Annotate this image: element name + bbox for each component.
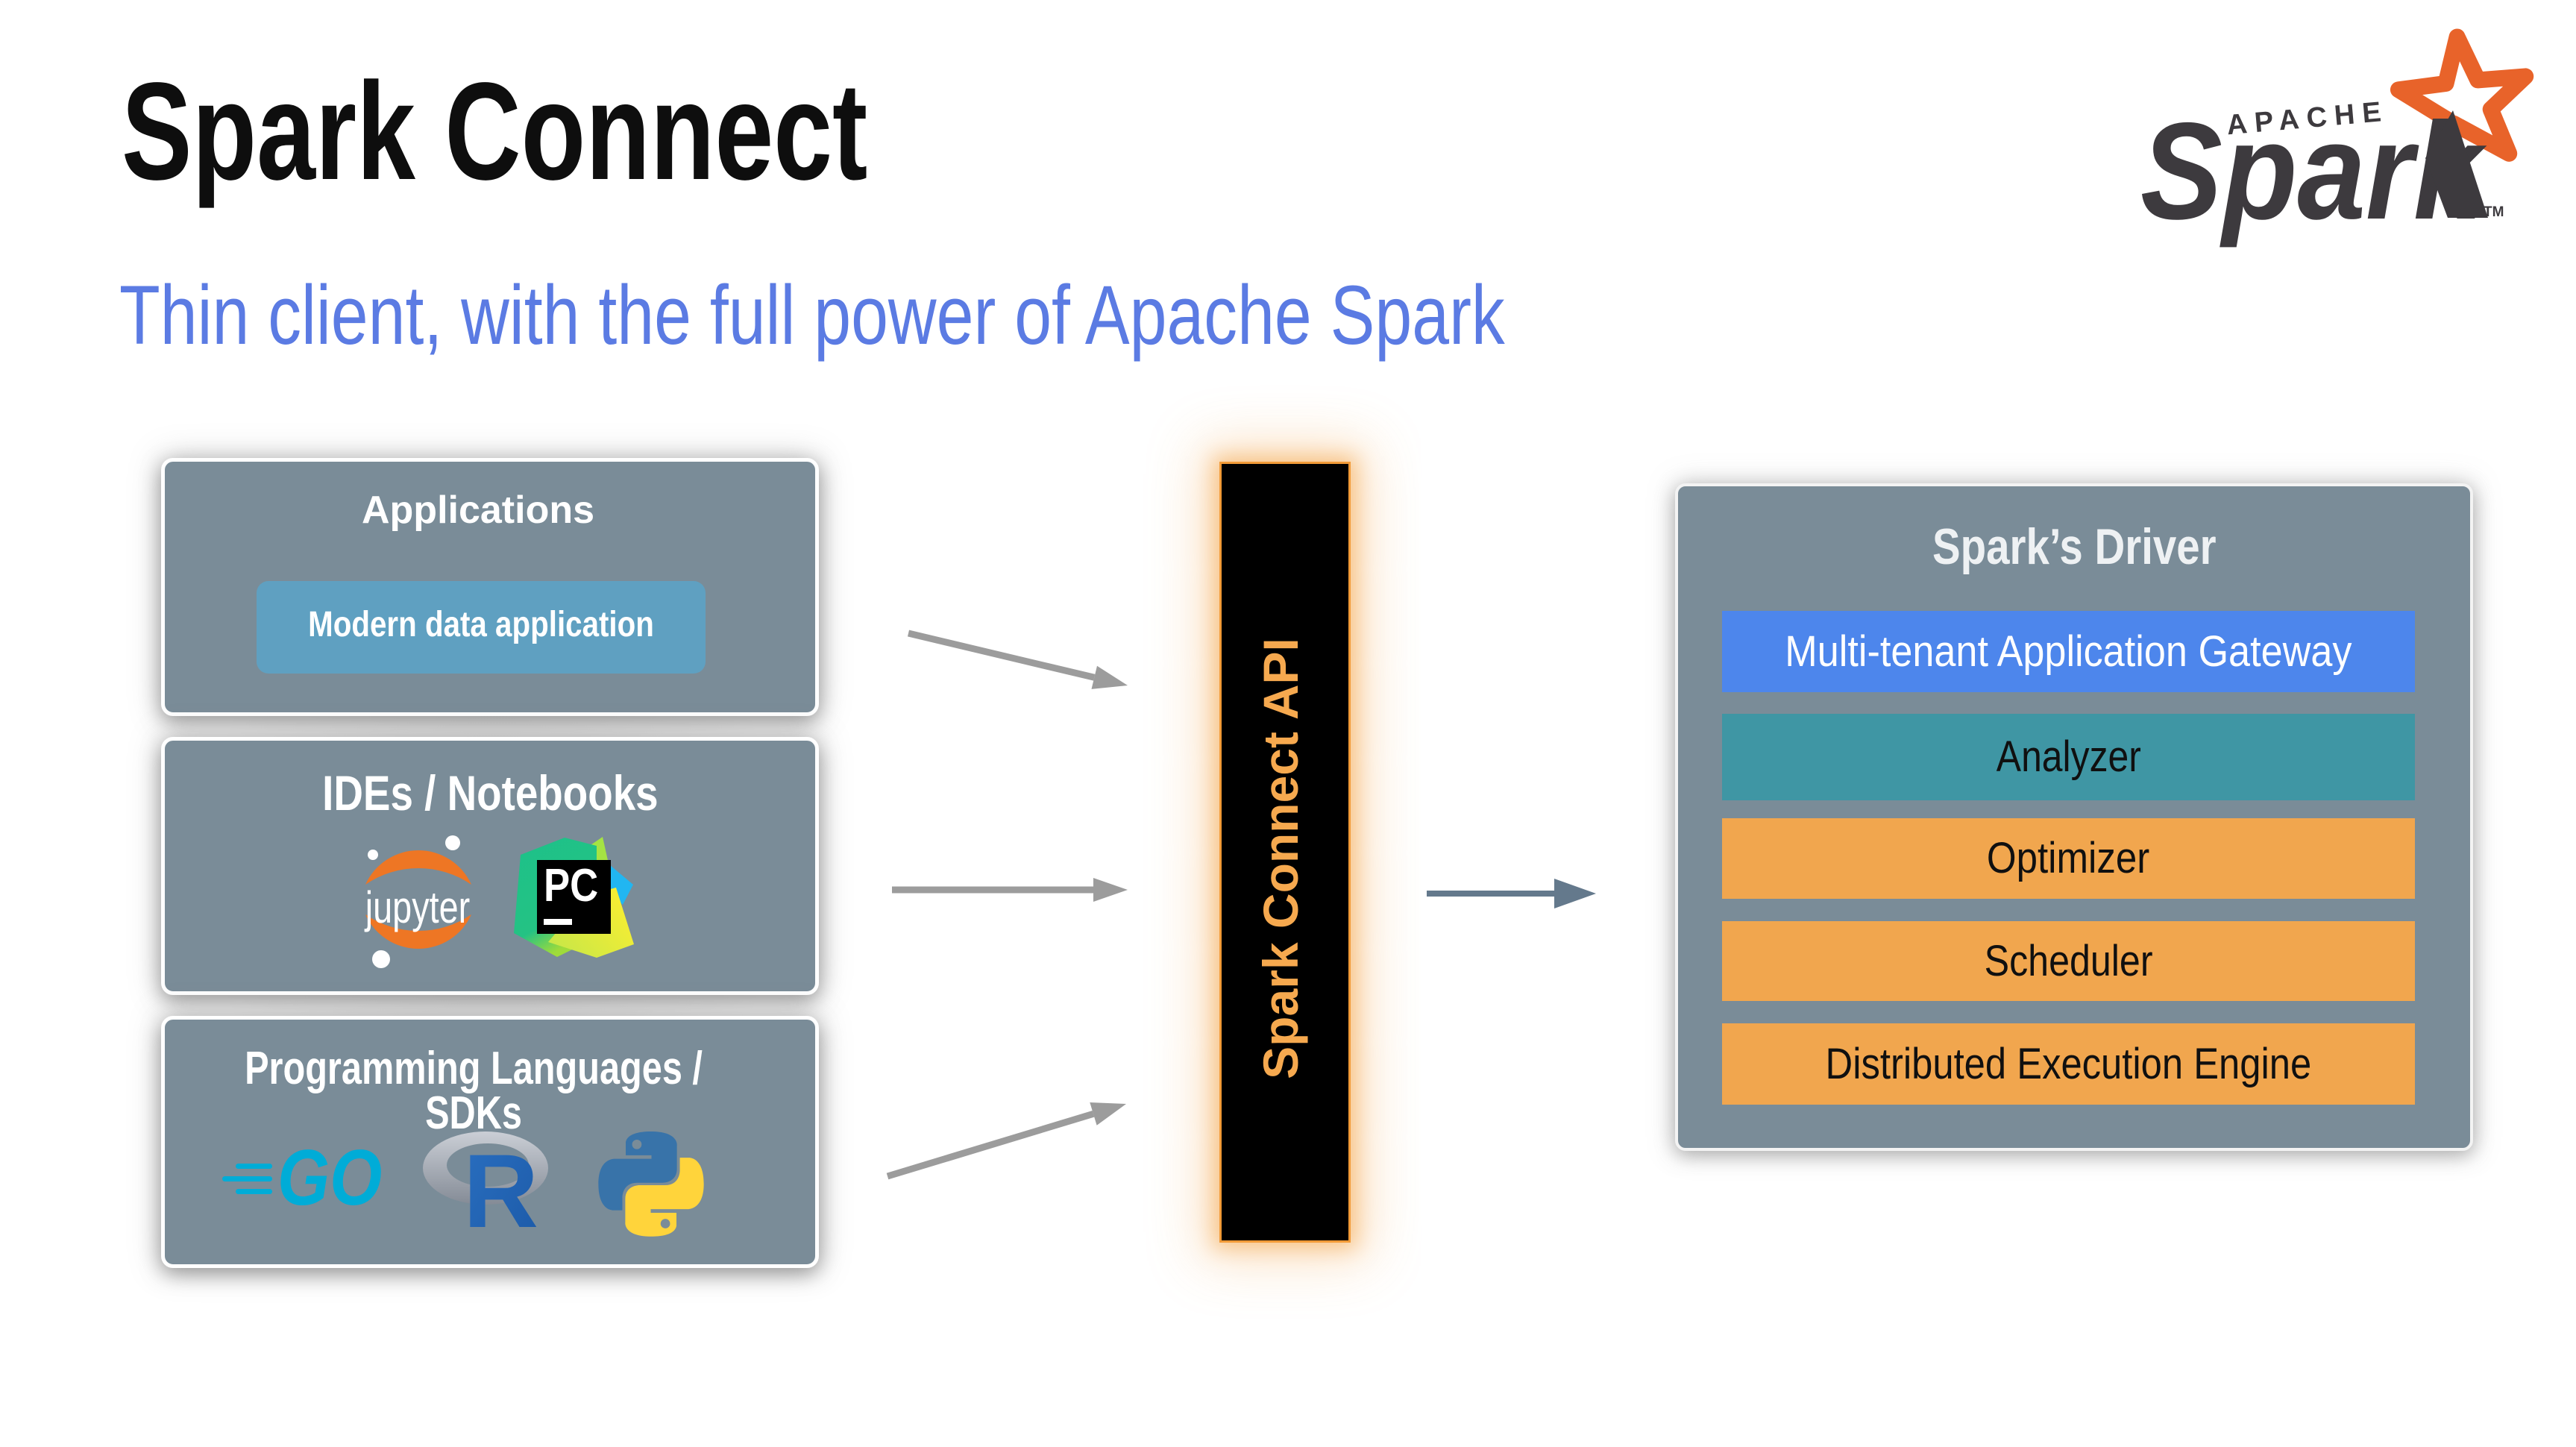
svg-text:R: R [463,1132,538,1249]
svg-text:jupyter: jupyter [364,882,470,932]
svg-text:PC: PC [544,860,598,911]
svg-text:Spark: Spark [2140,94,2487,248]
svg-text:TM: TM [2484,204,2504,220]
svg-text:GO: GO [277,1133,382,1222]
